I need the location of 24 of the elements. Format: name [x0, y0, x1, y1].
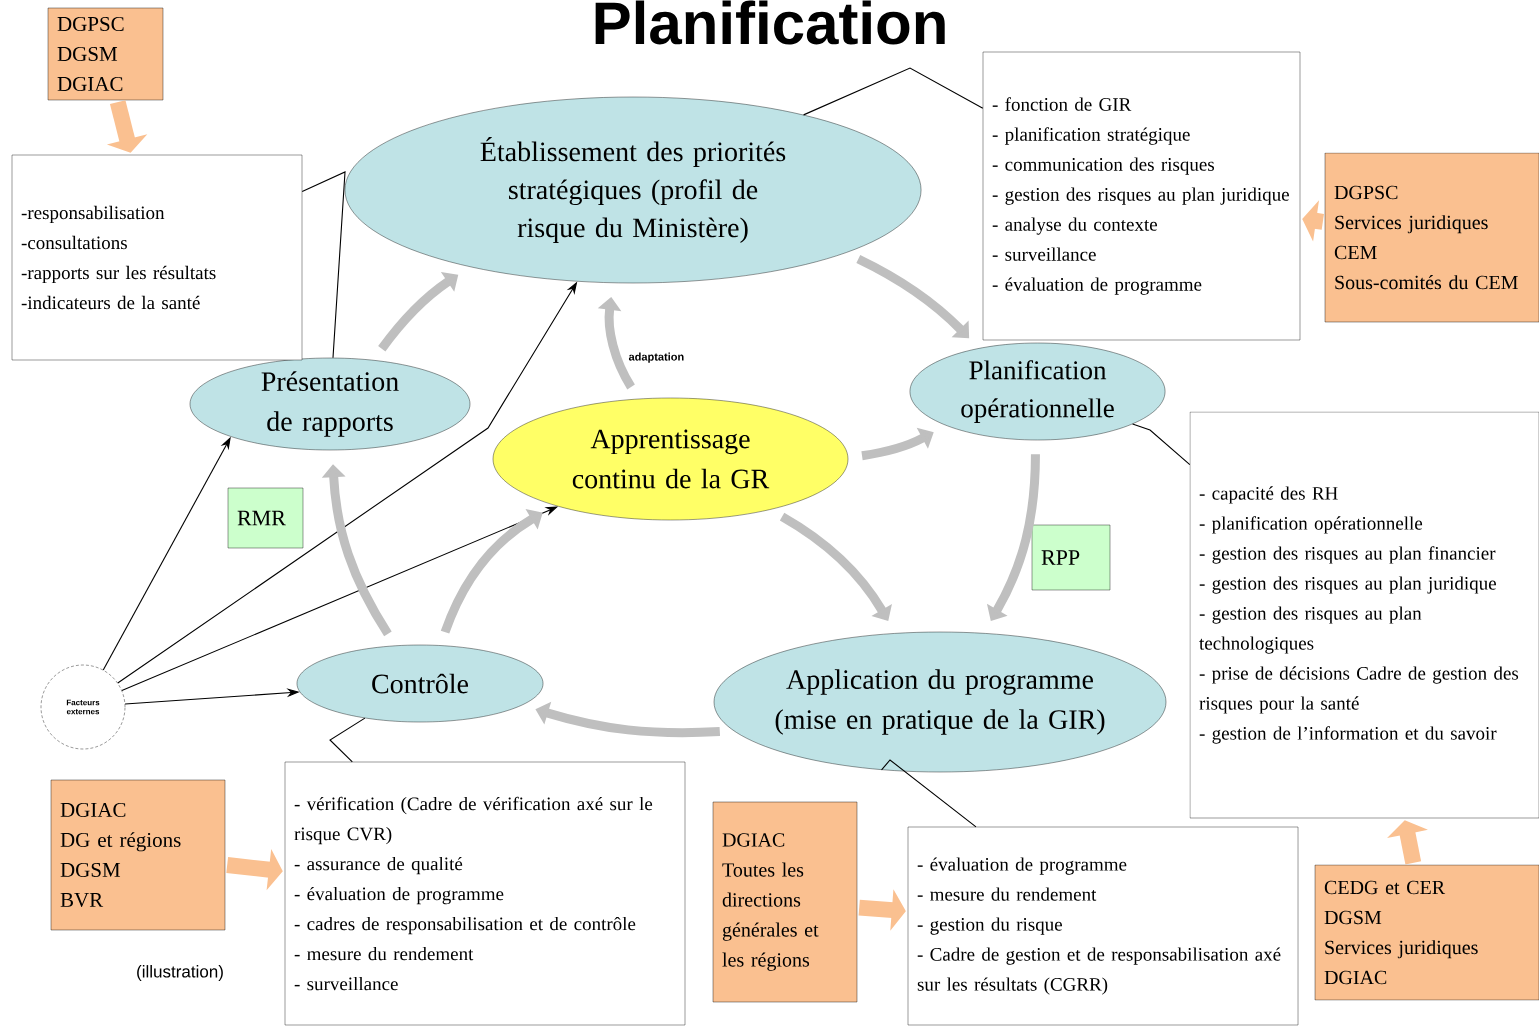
stakeholder-box: DGIAC Toutes les directions générales et les régions: [712, 801, 858, 1003]
text-box: - vérification (Cadre de vérification axé sur le risque CVR) - assurance de qualité - évaluation de programme - cadres de responsabilisation et de contrôle - mesure du rendement - surveillance: [284, 761, 686, 1026]
stakeholder-box: CEDG et CER DGSM Services juridiques DGIAC: [1314, 864, 1539, 1001]
stakeholder-box: DGIAC DG et régions DGSM BVR: [50, 779, 226, 931]
label-box: RMR: [227, 487, 304, 549]
stakeholder-box: DGPSC DGSM DGIAC: [47, 7, 164, 101]
curved-arrow: [861, 427, 934, 461]
title: Planification: [595, 0, 945, 45]
curved-arrow: [856, 254, 970, 339]
leader-line: [881, 759, 977, 828]
leader-line: [329, 717, 366, 763]
circle-node: Facteurs externes: [40, 664, 126, 750]
leader-line: [1132, 423, 1191, 466]
text-box: - capacité des RH - planification opérationnelle - gestion des risques au plan financier - gestion des risques au plan juridique - gestion des risques au plan technologiques - prise de décisions Cadre de gestion des risques pour la santé - gestion de l’information et du savoir: [1189, 411, 1539, 819]
text-box: - évaluation de programme - mesure du rendement - gestion du risque - Cadre de gestion et de responsabilisation axé sur les résultats (CGRR): [907, 826, 1299, 1026]
text-box: -responsabilisation -consultations -rapports sur les résultats -indicateurs de la santé: [11, 154, 303, 361]
leader-line: [803, 67, 984, 116]
edge-label: adaptation: [627, 351, 686, 364]
label-box: RPP: [1031, 524, 1111, 591]
text-box: - fonction de GIR - planification stratégique - communication des risques - gestion des risques au plan juridique - analyse du contexte - surveillance - évaluation de programme: [982, 51, 1301, 341]
stakeholder-box: DGPSC Services juridiques CEM Sous-comités du CEM: [1324, 152, 1539, 323]
leader-line: [301, 171, 346, 359]
note: (illustration): [137, 965, 223, 981]
curved-arrow: [440, 509, 543, 634]
